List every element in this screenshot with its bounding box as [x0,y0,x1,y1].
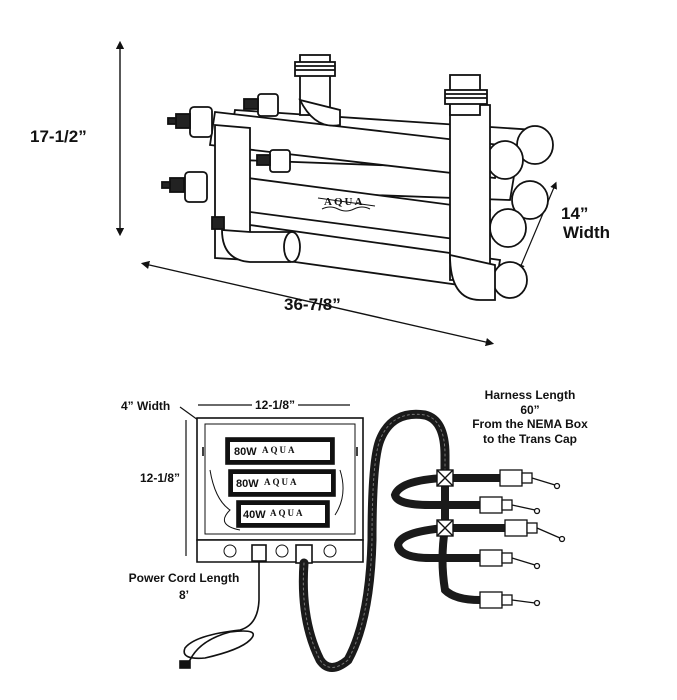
reactor-width-label: 14” [561,204,589,223]
ballast-3-watts: 40W [243,509,266,521]
length-dimension-line [140,260,495,347]
box-height-label: 12-1/8” [140,471,181,485]
ballast-2: 80W AQUA [228,469,336,497]
uv-reactor: AQUA [115,40,557,347]
harness-label: Harness Length 60” From the NEMA Box to … [455,389,605,445]
lamp-endcap-2 [243,93,279,117]
ballast-2-logo: AQUA [264,477,299,487]
lamp-connector-2 [479,496,541,515]
harness-junctions [436,469,454,537]
ballast-3-logo: AQUA [270,508,305,518]
lamp-endcap-4 [256,149,291,173]
width-dimension-line [518,181,557,272]
lamp-connector-3 [504,519,566,543]
power-cord-value: 8’ [178,588,189,602]
ballast-2-watts: 80W [236,478,259,490]
box-depth-pointer [179,406,199,421]
lamp-endcap-5 [211,216,225,230]
ballast-3: 40W AQUA [236,500,330,528]
harness-line-3: From the NEMA Box [472,417,588,432]
harness-line-1: Harness Length [484,388,576,402]
inlet-port [294,54,341,127]
reactor-logo-text: AQUA [324,196,364,208]
box-depth-label: 4” Width [121,399,171,413]
lamp-connector-5 [479,591,541,609]
harness-line-4: to the Trans Cap [482,431,577,446]
reactor-height-label: 17-1/2” [30,127,87,146]
reactor-length-label: 36-7/8” [284,295,341,314]
outlet-port [444,74,488,116]
power-cord [179,561,260,669]
lamp-connector-4 [479,549,541,570]
ballast-1-logo: AQUA [262,445,297,455]
box-width-label: 12-1/8” [252,399,299,412]
power-plug [179,660,191,669]
power-cord-label: Power Cord Length [128,571,240,585]
lamp-endcap-1 [167,106,213,138]
ballast-1-watts: 80W [234,446,257,458]
power-cord-grip [251,544,267,562]
lamp-endcap-3 [161,171,208,203]
ballast-1: 80W AQUA [225,437,335,465]
lamp-connectors [479,469,566,609]
harness-line-2: 60” [520,402,540,417]
nema-box: 80W AQUA 80W AQUA 40W AQUA [179,404,364,564]
reactor-logo: AQUA [317,196,376,212]
reactor-width-word: Width [563,223,611,242]
right-manifold [449,104,496,301]
lamp-connector-1 [499,469,561,490]
